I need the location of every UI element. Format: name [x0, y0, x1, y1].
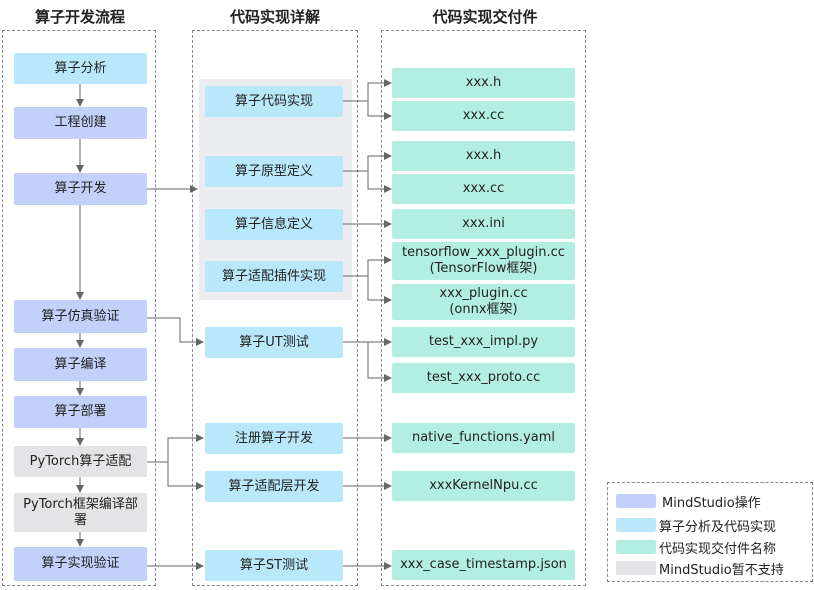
deliverable-ut-proto: test_xxx_proto.cc	[392, 363, 575, 393]
deliverable-proto-cc: xxx.cc	[392, 174, 575, 204]
legend-label-deliverable: 代码实现交付件名称	[659, 542, 777, 557]
flow-column-frame	[2, 30, 156, 586]
impl-step-plugin: 算子适配插件实现	[205, 261, 343, 292]
legend-swatch-unsupported	[616, 561, 656, 575]
legend-swatch-mindstudio	[616, 494, 656, 508]
impl-step-ut: 算子UT测试	[205, 327, 343, 358]
legend-label-unsupported: MindStudio暂不支持	[659, 563, 784, 578]
impl-step-proto: 算子原型定义	[205, 156, 343, 187]
legend: MindStudio操作 算子分析及代码实现 代码实现交付件名称 MindStu…	[607, 482, 813, 582]
deliverable-native-functions: native_functions.yaml	[392, 423, 575, 453]
legend-swatch-deliverable	[616, 540, 656, 554]
deliverable-info-ini: xxx.ini	[392, 209, 575, 239]
legend-label-mindstudio: MindStudio操作	[662, 496, 761, 511]
deliverable-kernel-npu: xxxKernelNpu.cc	[392, 471, 575, 501]
flow-step-develop: 算子开发	[14, 173, 147, 205]
flow-step-deploy: 算子部署	[14, 396, 147, 428]
deliverable-proto-h: xxx.h	[392, 141, 575, 171]
column-title-impl: 代码实现详解	[229, 8, 320, 26]
flow-step-pytorch-build: PyTorch框架编译部署	[14, 493, 147, 532]
impl-column-frame	[192, 30, 358, 586]
deliverable-code-cc: xxx.cc	[392, 101, 575, 131]
flow-step-compile: 算子编译	[14, 348, 147, 381]
impl-step-info: 算子信息定义	[205, 209, 343, 240]
deliverable-plugin-onnx: xxx_plugin.cc (onnx框架)	[392, 284, 575, 320]
column-title-deliverables: 代码实现交付件	[432, 8, 538, 26]
deliverable-code-h: xxx.h	[392, 68, 575, 98]
flow-step-verify: 算子实现验证	[14, 547, 147, 581]
legend-swatch-analysis-impl	[616, 518, 656, 532]
impl-step-code: 算子代码实现	[205, 86, 343, 117]
deliverable-ut-impl: test_xxx_impl.py	[392, 327, 575, 357]
flow-step-analysis: 算子分析	[14, 53, 147, 84]
deliverables-column-frame	[381, 30, 586, 586]
flow-step-pytorch-adapt: PyTorch算子适配	[14, 446, 147, 477]
impl-step-adapter: 算子适配层开发	[205, 471, 343, 502]
deliverable-st-json: xxx_case_timestamp.json	[392, 550, 575, 580]
column-title-flow: 算子开发流程	[34, 8, 125, 26]
deliverable-plugin-tensorflow: tensorflow_xxx_plugin.cc (TensorFlow框架)	[392, 242, 575, 280]
legend-label-analysis-impl: 算子分析及代码实现	[659, 520, 777, 535]
flow-step-simulate: 算子仿真验证	[14, 300, 147, 333]
impl-step-st: 算子ST测试	[205, 550, 343, 581]
flow-step-project: 工程创建	[14, 107, 147, 139]
impl-step-register: 注册算子开发	[205, 423, 343, 454]
